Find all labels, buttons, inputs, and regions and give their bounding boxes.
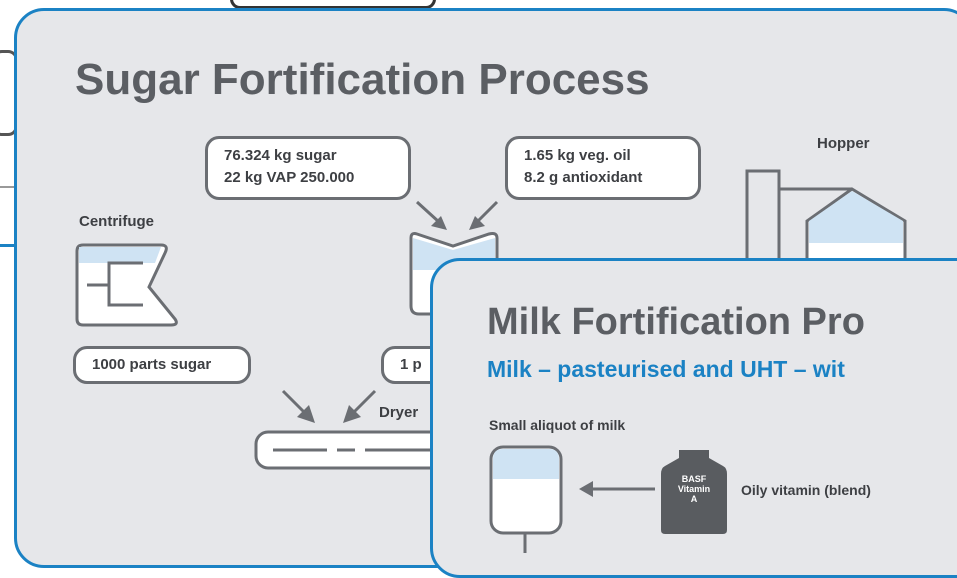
milk-card-title: Milk Fortification Pro <box>487 301 865 343</box>
centrifuge-label: Centrifuge <box>79 213 154 230</box>
oil-parts-text: 1 p <box>400 356 422 373</box>
arrows-to-dryer <box>281 389 377 423</box>
milk-fortification-card: Milk Fortification Pro Milk – pasteurise… <box>430 258 957 578</box>
bottle-line1: BASF <box>681 474 707 484</box>
hopper-label: Hopper <box>817 135 870 152</box>
sugar-card-title: Sugar Fortification Process <box>75 55 650 104</box>
vitamin-bottle: BASF Vitamin A <box>657 448 731 536</box>
milk-container <box>489 445 563 553</box>
bottle-line3: A <box>690 494 698 504</box>
vitamin-bottle-label: BASF Vitamin A <box>657 474 731 504</box>
background-divider <box>0 186 20 188</box>
sugar-ingredients-line1: 76.324 kg sugar <box>224 147 337 164</box>
sugar-ingredients-box: 76.324 kg sugar 22 kg VAP 250.000 <box>205 136 411 200</box>
oily-vitamin-label: Oily vitamin (blend) <box>741 482 871 498</box>
milk-card-subtitle: Milk – pasteurised and UHT – wit <box>487 356 845 382</box>
sugar-parts-text: 1000 parts sugar <box>92 356 212 373</box>
dryer-shape <box>254 430 452 470</box>
bottle-to-container-arrow <box>579 481 655 497</box>
oil-ingredients-line2: 8.2 g antioxidant <box>524 169 643 186</box>
oil-ingredients-line1: 1.65 kg veg. oil <box>524 147 631 164</box>
sugar-parts-box: 1000 parts sugar <box>73 346 251 384</box>
centrifuge-shape <box>75 243 178 327</box>
dryer-label: Dryer <box>379 404 419 421</box>
vitamin-bottle-shape <box>661 450 727 534</box>
bottle-line2: Vitamin <box>677 484 711 494</box>
background-divider-blue <box>0 244 20 247</box>
aliquot-label: Small aliquot of milk <box>489 417 626 433</box>
arrows-to-mixer <box>415 200 499 230</box>
oil-ingredients-box: 1.65 kg veg. oil 8.2 g antioxidant <box>505 136 701 200</box>
sugar-ingredients-line2: 22 kg VAP 250.000 <box>224 169 355 186</box>
